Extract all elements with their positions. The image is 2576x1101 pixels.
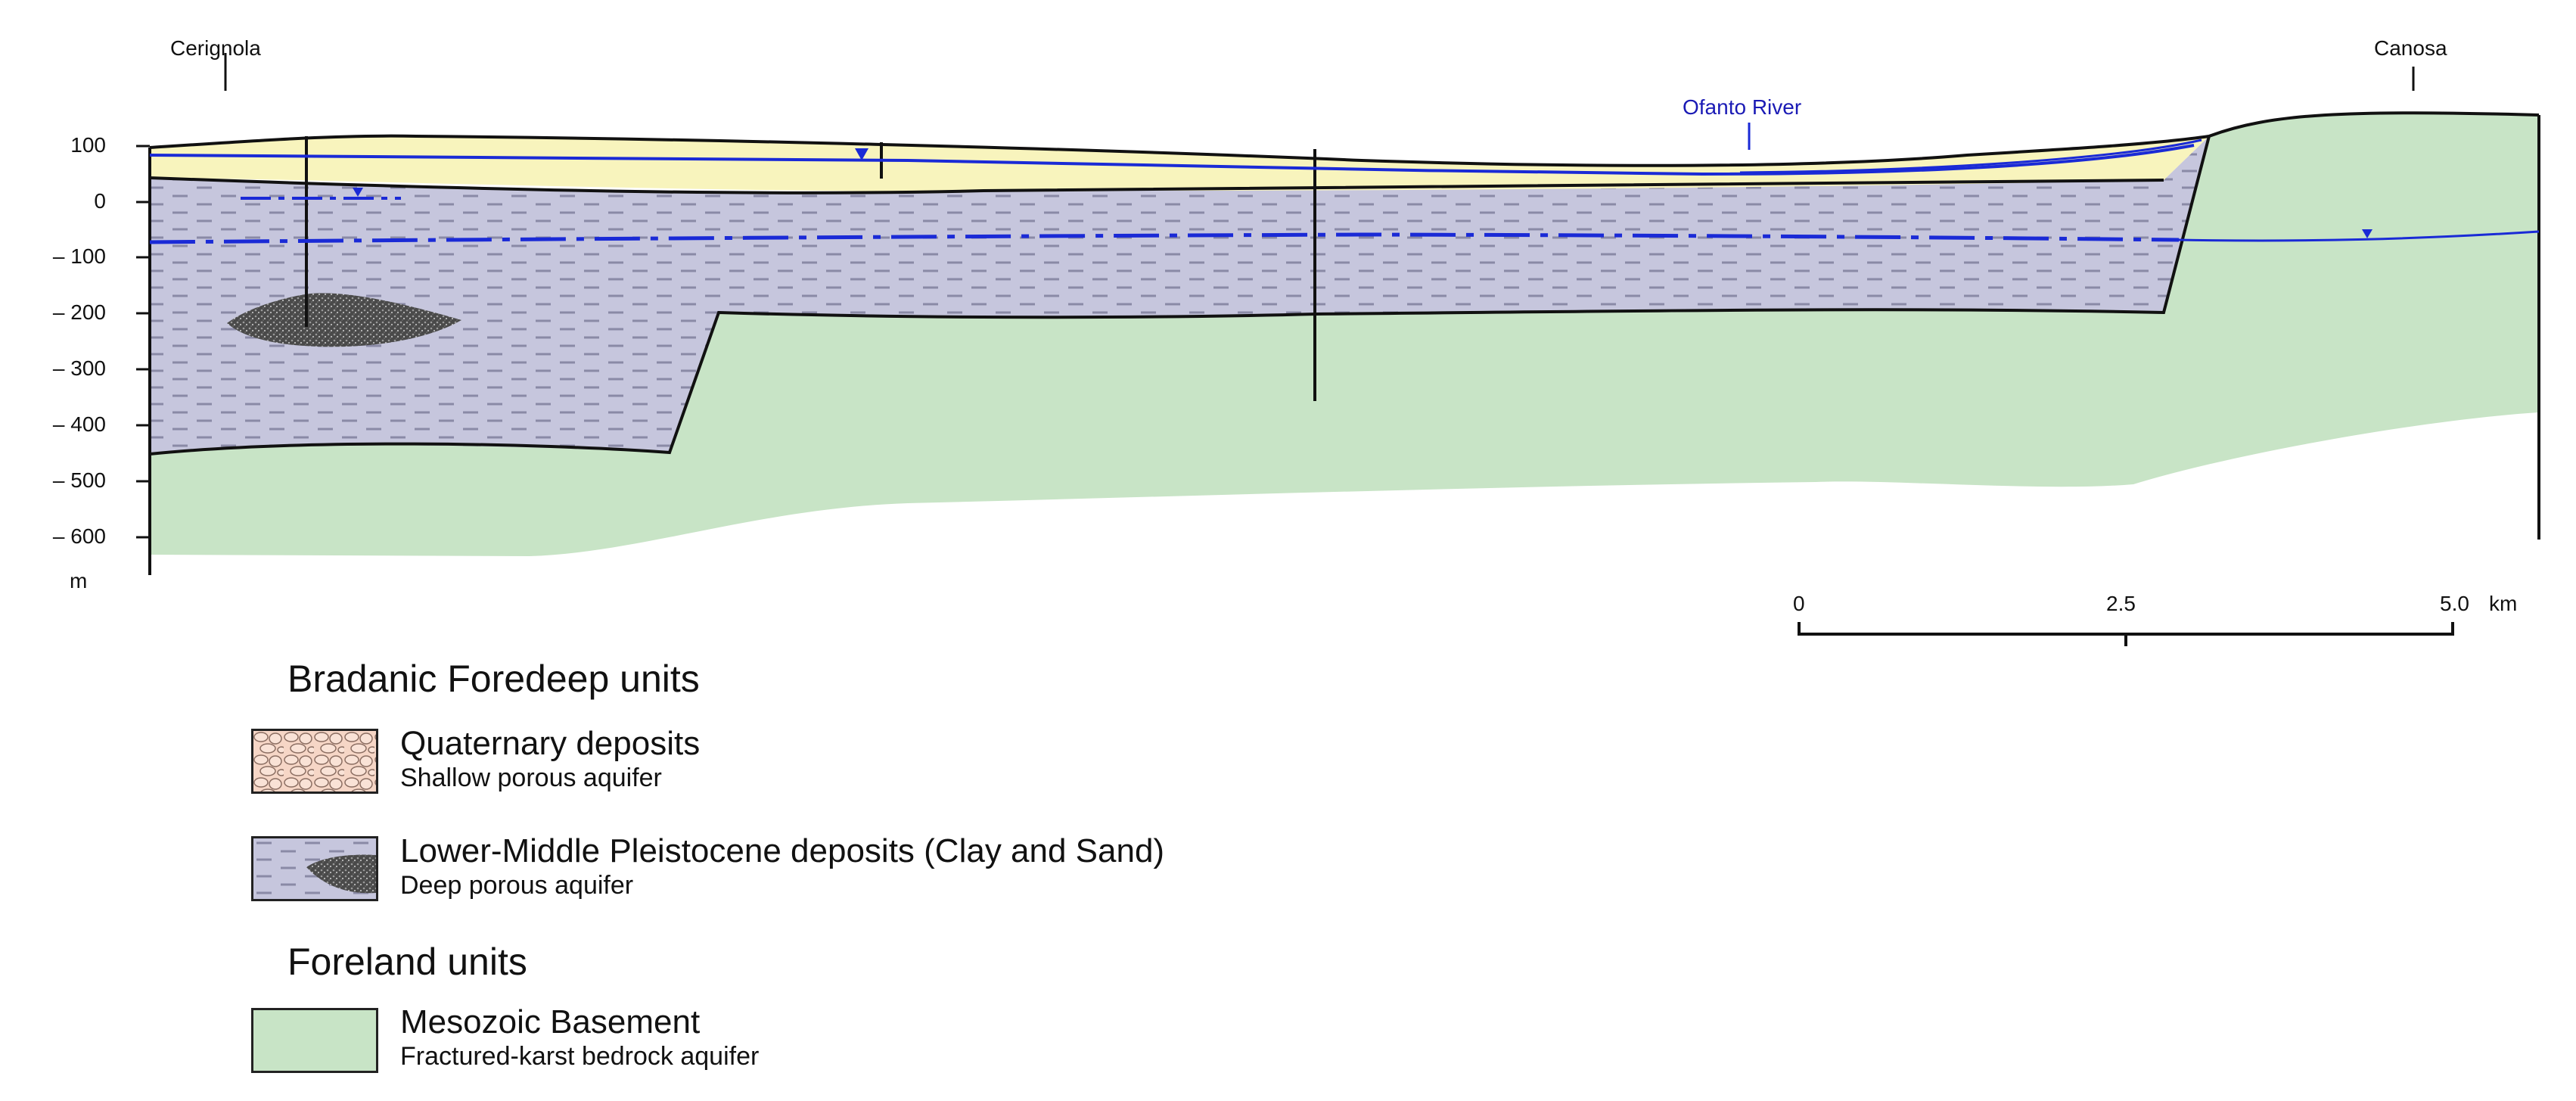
scale-unit: km <box>2489 592 2518 615</box>
water-marker-3 <box>2362 229 2372 238</box>
y-tick-0: 0 <box>94 189 106 213</box>
legend-quaternary-swatch <box>251 729 378 794</box>
y-tick-minus-500: – 500 <box>52 468 106 492</box>
y-tick-minus-600: – 600 <box>52 524 106 548</box>
y-tick-minus-200: – 200 <box>52 300 106 324</box>
mesozoic-basement-left <box>150 113 2539 556</box>
legend-pleistocene-title: Lower-Middle Pleistocene deposits (Clay … <box>400 832 1165 869</box>
y-tick-minus-300: – 300 <box>52 356 106 380</box>
legend-bradanic-heading: Bradanic Foredeep units <box>287 658 700 700</box>
y-tick-minus-400: – 400 <box>52 412 106 436</box>
shallow-water-table <box>149 144 2195 176</box>
legend-mesozoic-swatch <box>251 1008 378 1073</box>
legend-foreland-heading: Foreland units <box>287 941 527 983</box>
y-tick-minus-100: – 100 <box>52 244 106 268</box>
river-label: Ofanto River <box>1683 95 1802 119</box>
deep-water-table <box>149 232 2180 244</box>
legend-pleistocene-swatch <box>251 836 378 901</box>
location-canosa: Canosa <box>2374 36 2447 60</box>
y-axis-unit: m <box>70 569 88 592</box>
legend-quaternary-title: Quaternary deposits <box>400 725 701 762</box>
water-marker-2 <box>353 188 363 197</box>
legend-mesozoic-title: Mesozoic Basement <box>400 1003 701 1040</box>
scale-tick-2-5: 2.5 <box>2106 592 2136 615</box>
legend-quaternary-subtitle: Shallow porous aquifer <box>400 764 662 792</box>
water-marker-1 <box>855 148 869 160</box>
scale-tick-5-0: 5.0 <box>2440 592 2469 615</box>
quaternary-deposits <box>150 135 2209 192</box>
scale-bar <box>1798 622 2454 646</box>
y-tick-100: 100 <box>70 133 106 157</box>
basement-water-table <box>2178 230 2540 242</box>
legend-pleistocene-subtitle: Deep porous aquifer <box>400 871 634 900</box>
sand-lens <box>227 293 461 347</box>
legend-mesozoic-subtitle: Fractured-karst bedrock aquifer <box>400 1042 760 1071</box>
scale-tick-0: 0 <box>1793 592 1805 615</box>
location-cerignola: Cerignola <box>170 36 261 60</box>
